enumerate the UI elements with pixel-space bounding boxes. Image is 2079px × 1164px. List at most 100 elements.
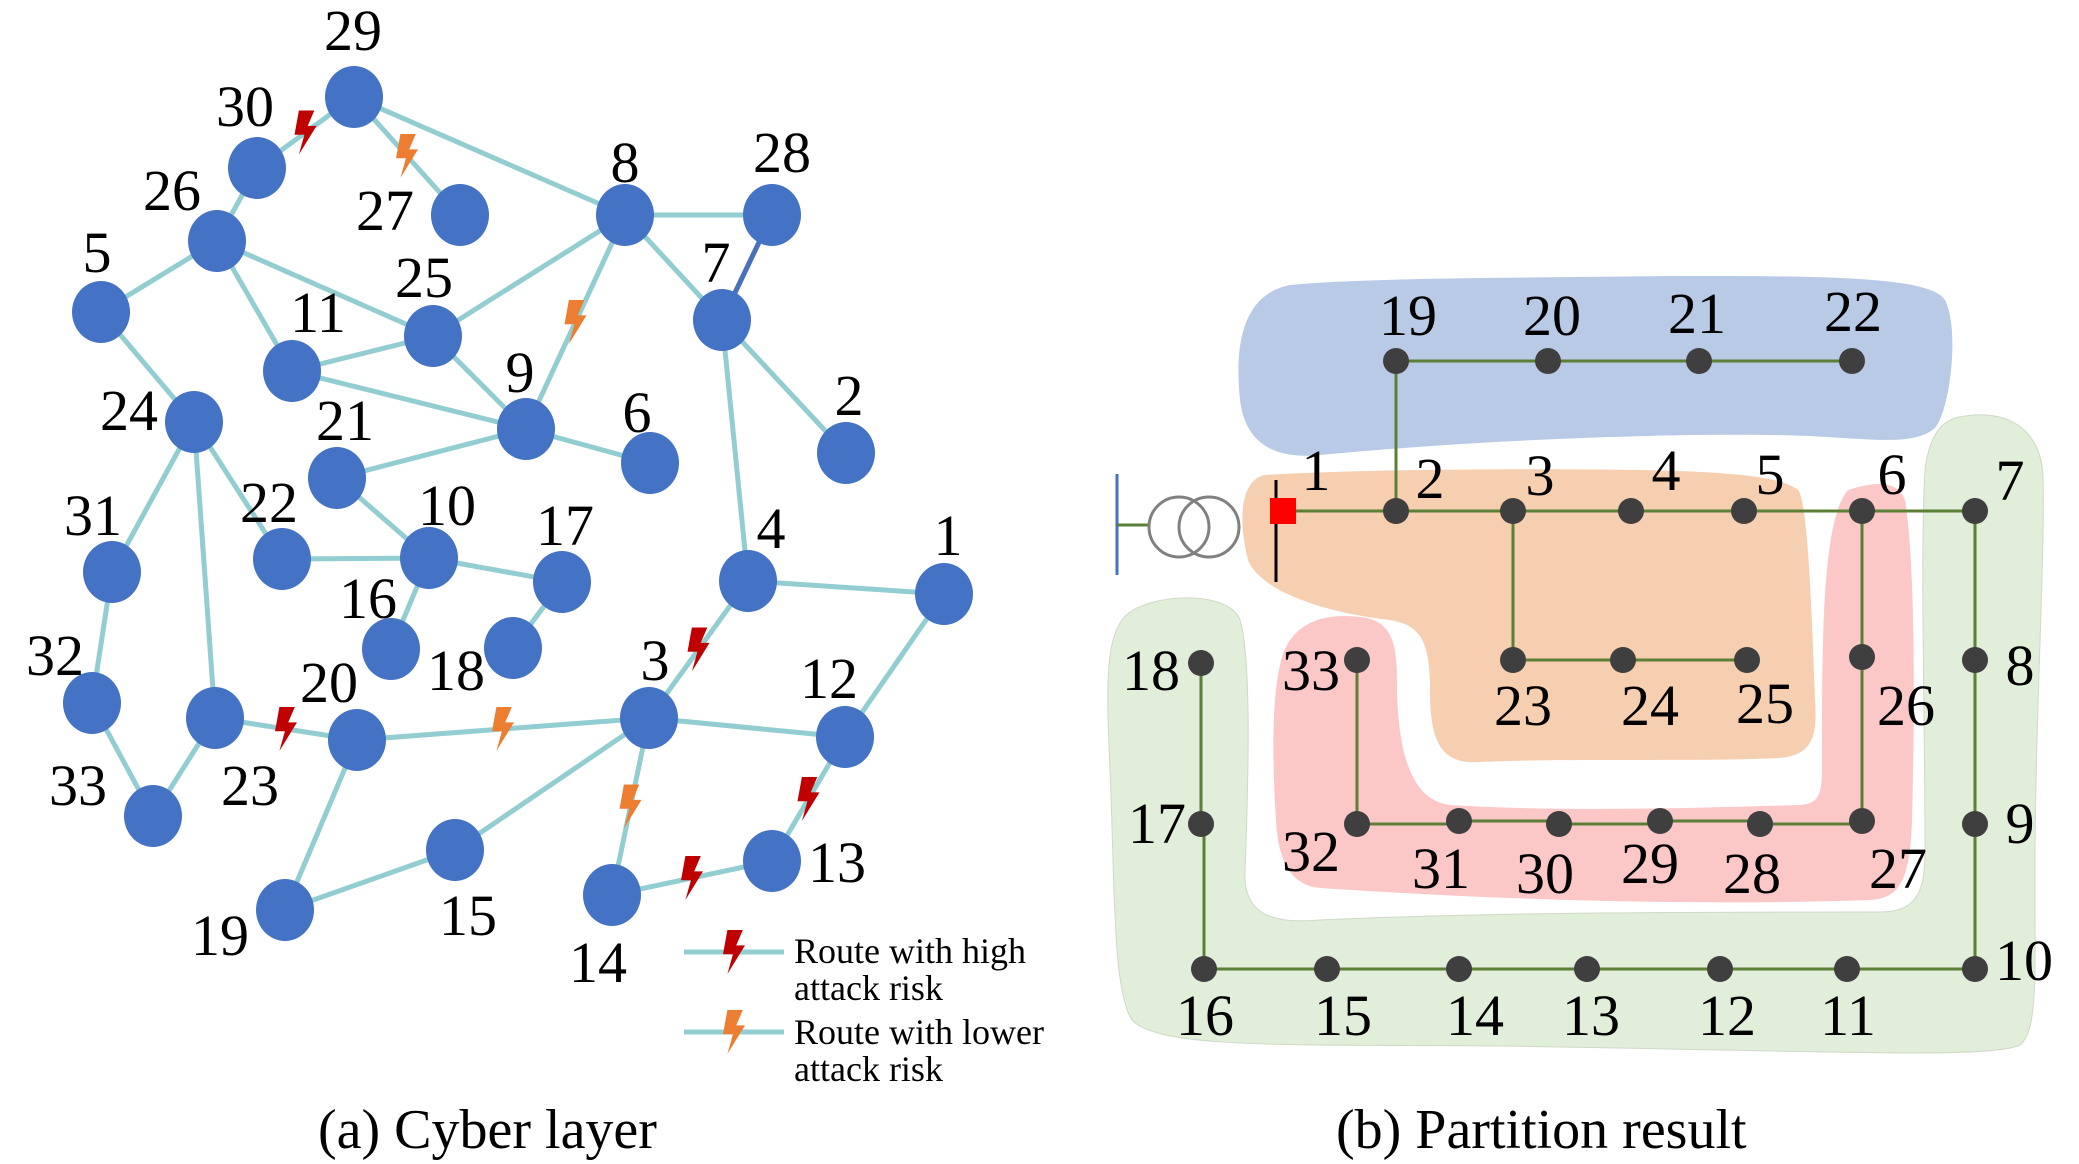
cyber-node-label-24: 24: [100, 378, 158, 443]
bus-6[interactable]: [1849, 498, 1875, 524]
bus-label-30: 30: [1516, 841, 1574, 906]
cyber-node-22[interactable]: [253, 528, 311, 590]
high-risk-bolt-icon: [294, 110, 317, 155]
cyber-node-3[interactable]: [620, 687, 678, 749]
bus-27[interactable]: [1849, 808, 1875, 834]
cyber-node-10[interactable]: [400, 527, 458, 589]
cyber-node-label-27: 27: [356, 178, 414, 243]
bus-25[interactable]: [1734, 647, 1760, 673]
bus-label-13: 13: [1562, 983, 1620, 1048]
cyber-node-25[interactable]: [404, 305, 462, 367]
cyber-node-29[interactable]: [325, 66, 383, 128]
bus-label-31: 31: [1412, 836, 1470, 901]
cyber-node-2[interactable]: [817, 422, 875, 484]
bus-12[interactable]: [1707, 956, 1733, 982]
bus-16[interactable]: [1191, 956, 1217, 982]
bus-23[interactable]: [1500, 647, 1526, 673]
cyber-node-27[interactable]: [431, 184, 489, 246]
cyber-node-28[interactable]: [743, 184, 801, 246]
bus-13[interactable]: [1574, 956, 1600, 982]
bus-32[interactable]: [1344, 811, 1370, 837]
cyber-node-24[interactable]: [165, 391, 223, 453]
cyber-node-20[interactable]: [328, 709, 386, 771]
cyber-node-21[interactable]: [308, 447, 366, 509]
cyber-node-6[interactable]: [621, 432, 679, 494]
bus-1-source[interactable]: [1270, 498, 1296, 524]
bus-8[interactable]: [1962, 647, 1988, 673]
bus-15[interactable]: [1314, 956, 1340, 982]
legend-text-high-1: Route with high: [794, 931, 1026, 971]
cyber-node-9[interactable]: [497, 398, 555, 460]
cyber-node-label-26: 26: [143, 158, 201, 223]
bus-label-20: 20: [1523, 283, 1581, 348]
bus-label-7: 7: [1996, 448, 2025, 513]
distribution-buses: [1188, 348, 1988, 982]
cyber-edge-19-15: [284, 847, 456, 913]
bus-label-32: 32: [1282, 819, 1340, 884]
bus-label-16: 16: [1176, 983, 1234, 1048]
cyber-node-23[interactable]: [186, 687, 244, 749]
bus-4[interactable]: [1618, 498, 1644, 524]
cyber-edge-3-12: [648, 715, 846, 740]
zone-orange: [1242, 469, 1816, 763]
cyber-node-7[interactable]: [693, 289, 751, 351]
cyber-edge-11-9: [291, 368, 527, 432]
bus-5[interactable]: [1731, 498, 1757, 524]
cyber-node-17[interactable]: [533, 551, 591, 613]
bus-2[interactable]: [1383, 498, 1409, 524]
cyber-edge-15-3: [453, 715, 651, 853]
bus-33[interactable]: [1344, 647, 1370, 673]
cyber-edge-29-8: [353, 94, 626, 218]
cyber-node-label-29: 29: [324, 0, 382, 63]
bus-19[interactable]: [1383, 348, 1409, 374]
cyber-node-label-21: 21: [316, 388, 374, 453]
cyber-node-label-1: 1: [934, 503, 963, 568]
bus-14[interactable]: [1446, 956, 1472, 982]
cyber-node-label-10: 10: [418, 473, 476, 538]
cyber-node-16[interactable]: [362, 618, 420, 680]
cyber-node-1[interactable]: [915, 563, 973, 625]
legend-text-high-2: attack risk: [794, 968, 943, 1008]
bus-11[interactable]: [1834, 956, 1860, 982]
bus-22[interactable]: [1839, 348, 1865, 374]
bus-21[interactable]: [1686, 348, 1712, 374]
bus-17[interactable]: [1188, 811, 1214, 837]
legend-text-lower-1: Route with lower: [794, 1012, 1044, 1052]
bus-10[interactable]: [1962, 956, 1988, 982]
cyber-node-8[interactable]: [596, 184, 654, 246]
cyber-node-33[interactable]: [124, 785, 182, 847]
cyber-node-5[interactable]: [72, 281, 130, 343]
cyber-node-32[interactable]: [63, 672, 121, 734]
bus-28[interactable]: [1747, 811, 1773, 837]
cyber-node-31[interactable]: [83, 541, 141, 603]
cyber-node-15[interactable]: [426, 819, 484, 881]
bus-24[interactable]: [1610, 647, 1636, 673]
cyber-node-4[interactable]: [719, 550, 777, 612]
cyber-node-14[interactable]: [583, 864, 641, 926]
bus-3[interactable]: [1500, 498, 1526, 524]
cyber-node-18[interactable]: [484, 617, 542, 679]
legend-text-lower-2: attack risk: [794, 1049, 943, 1089]
cyber-node-labels: 1234567891011121314151617181920212223242…: [26, 0, 963, 995]
cyber-node-label-14: 14: [569, 930, 627, 995]
bus-26[interactable]: [1849, 644, 1875, 670]
cyber-node-26[interactable]: [188, 210, 246, 272]
zone-green: [1107, 414, 2044, 1054]
bus-18[interactable]: [1188, 650, 1214, 676]
bus-30[interactable]: [1546, 811, 1572, 837]
cyber-node-30[interactable]: [228, 137, 286, 199]
cyber-node-label-19: 19: [191, 903, 249, 968]
bus-20[interactable]: [1535, 348, 1561, 374]
cyber-node-13[interactable]: [743, 830, 801, 892]
cyber-edge-20-19: [282, 739, 360, 911]
bus-31[interactable]: [1446, 808, 1472, 834]
bus-9[interactable]: [1962, 811, 1988, 837]
cyber-node-19[interactable]: [256, 879, 314, 941]
cyber-node-12[interactable]: [816, 706, 874, 768]
high-risk-bolt-icon: [687, 627, 710, 672]
bus-29[interactable]: [1647, 808, 1673, 834]
cyber-node-label-30: 30: [216, 74, 274, 139]
bus-7[interactable]: [1962, 498, 1988, 524]
cyber-node-11[interactable]: [263, 340, 321, 402]
